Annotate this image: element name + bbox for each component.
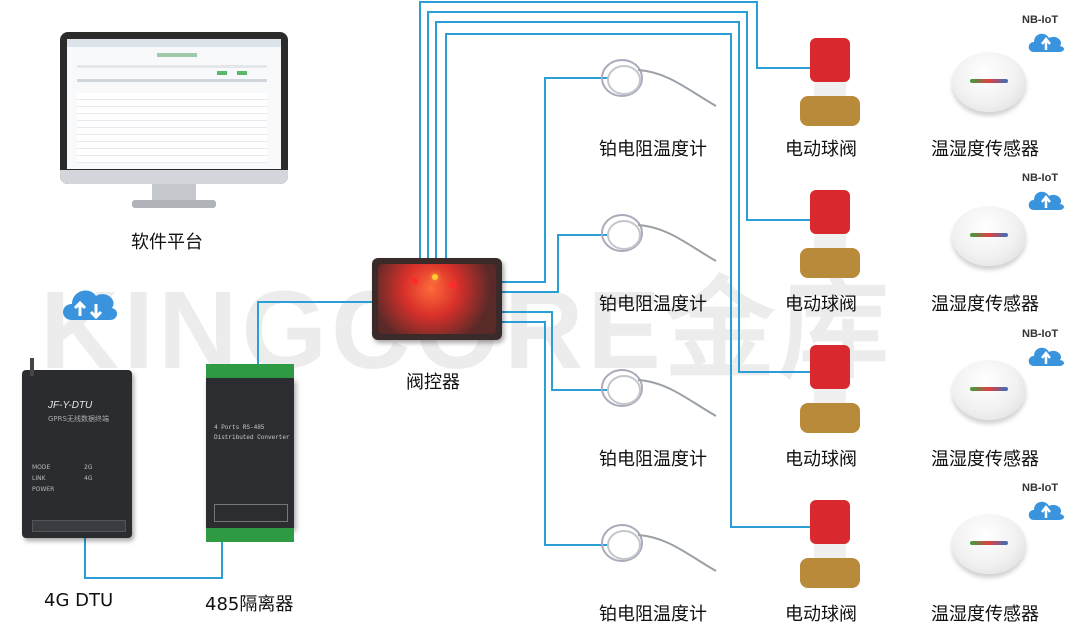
nb-iot-cloud-icon [1028, 347, 1065, 366]
wire-rtd-2 [500, 234, 608, 293]
ball-valve-label-3: 电动球阀 [785, 449, 857, 470]
rtd-label-3: 铂电阻温度计 [599, 449, 707, 470]
nb-iot-badge-1: NB-IoT [1022, 14, 1059, 26]
software-platform-label: 软件平台 [131, 232, 203, 253]
th-sensor-icon [952, 514, 1026, 574]
nb-iot-badge-3: NB-IoT [1022, 328, 1059, 340]
ball-valve-icon [800, 190, 860, 282]
ball-valve-icon [800, 345, 860, 437]
isolator-device: 4 Ports RS-485 Distributed Converter [206, 364, 294, 544]
nb-iot-cloud-icon [1028, 33, 1065, 52]
dtu-indicator-mode: MODE [32, 464, 51, 471]
dtu-indicator-4g: 4G [84, 475, 93, 482]
monitor-screen [67, 39, 281, 169]
dtu-label: 4G DTU [44, 590, 114, 611]
nb-iot-cloud-icon [1028, 501, 1065, 520]
dtu-indicator-power: POWER [32, 486, 55, 493]
ball-valve-label-2: 电动球阀 [785, 294, 857, 315]
ball-valve-icon [800, 38, 860, 130]
cloud-4g-icon [63, 290, 118, 320]
rtd-coil-icon [601, 369, 717, 417]
dtu-device: JF-Y-DTU GPRS无线数据终端 MODE LINK POWER 2G 4… [22, 358, 132, 538]
rtd-label-1: 铂电阻温度计 [599, 139, 707, 160]
wire-rtd-1 [500, 77, 608, 283]
wire-rtd-3 [500, 311, 608, 391]
wire-valve-1 [419, 1, 812, 262]
wire-valve-3 [435, 21, 812, 373]
valve-controller-label: 阀控器 [406, 372, 460, 393]
th-sensor-label-2: 温湿度传感器 [931, 294, 1039, 315]
nb-iot-badge-4: NB-IoT [1022, 482, 1059, 494]
isolator-label: 485隔离器 [205, 594, 294, 615]
wire-valve-2 [427, 11, 812, 262]
rtd-label-2: 铂电阻温度计 [599, 294, 707, 315]
ball-valve-label-4: 电动球阀 [785, 604, 857, 625]
wire-rtd-4 [500, 321, 608, 546]
isolator-subtitle: Distributed Converter [214, 434, 290, 441]
dtu-model: JF-Y-DTU [48, 400, 93, 411]
th-sensor-label-3: 温湿度传感器 [931, 449, 1039, 470]
wire-dtu-isolator [84, 537, 223, 579]
rtd-coil-icon [601, 59, 717, 107]
dtu-indicator-link: LINK [32, 475, 46, 482]
th-sensor-icon [952, 206, 1026, 266]
valve-controller [372, 258, 502, 340]
rtd-coil-icon [601, 524, 717, 572]
wire-valve-4 [445, 33, 812, 528]
wire-isolator-controller [257, 301, 372, 365]
rtd-label-4: 铂电阻温度计 [599, 604, 707, 625]
th-sensor-label-4: 温湿度传感器 [931, 604, 1039, 625]
cloud-4g-label: 4G [91, 281, 106, 293]
ball-valve-label-1: 电动球阀 [785, 139, 857, 160]
nb-iot-badge-2: NB-IoT [1022, 172, 1059, 184]
monitor [60, 32, 288, 220]
rtd-coil-icon [601, 214, 717, 262]
nb-iot-cloud-icon [1028, 191, 1065, 210]
ball-valve-icon [800, 500, 860, 592]
th-sensor-icon [952, 360, 1026, 420]
th-sensor-icon [952, 52, 1026, 112]
th-sensor-label-1: 温湿度传感器 [931, 139, 1039, 160]
dtu-indicator-2g: 2G [84, 464, 93, 471]
isolator-title: 4 Ports RS-485 [214, 424, 265, 431]
dtu-subtitle: GPRS无线数据终端 [48, 415, 109, 423]
